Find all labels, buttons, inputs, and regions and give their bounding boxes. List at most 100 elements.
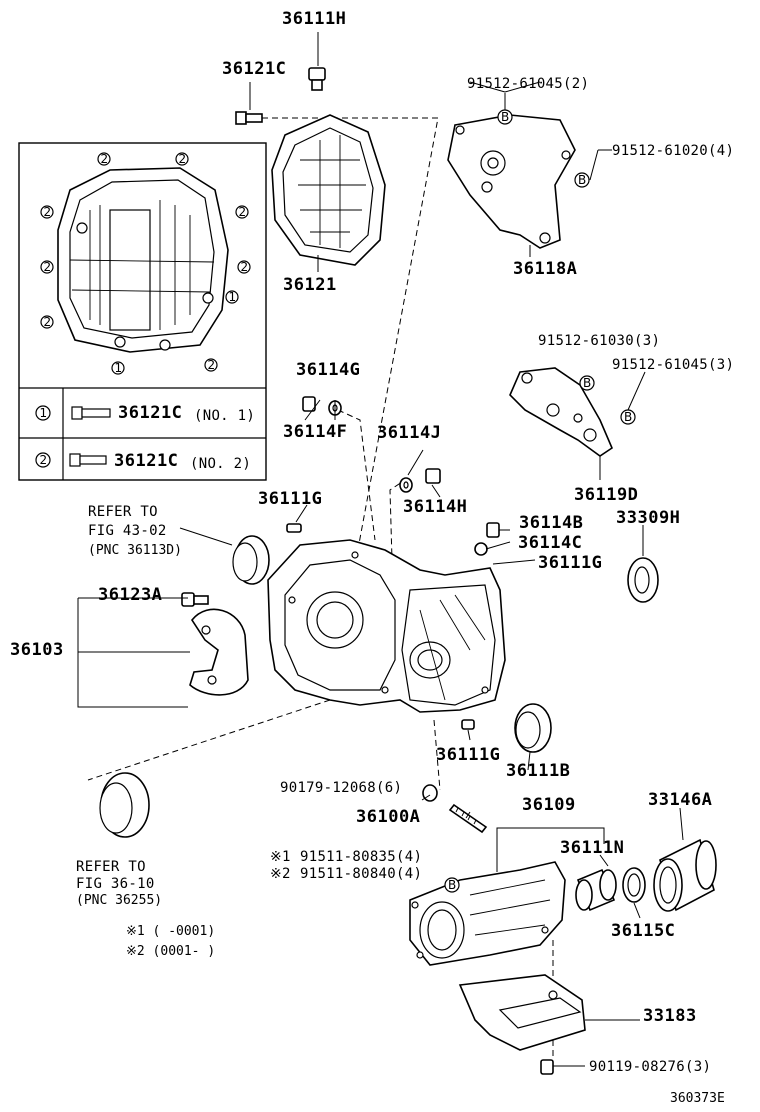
oil-seal-left [232,535,270,585]
svg-text:1: 1 [40,406,48,420]
label-36111B: 36111B [506,761,570,781]
mount-bracket-36118A [447,93,612,257]
label-36111G-b: 36111G [538,553,602,573]
label-mark1: ※1 [270,849,291,865]
bushing-36111N [575,854,617,912]
svg-text:FIG 43-02: FIG 43-02 [88,523,167,539]
svg-text:FIG 36-10: FIG 36-10 [76,876,155,892]
callout-1-marker: 1 [225,290,239,304]
label-36103: 36103 [10,640,64,660]
svg-text:2: 2 [101,152,109,166]
label-36118A: 36118A [513,259,577,279]
oil-seal-33309H [627,525,659,603]
plug-36114H [425,468,441,484]
inset-row1-part: 36121C [118,403,182,423]
callout-2-marker: 2 [237,260,251,274]
bolt-marker-B: B [497,109,513,125]
label-90119-08276: 90119-08276(3) [589,1059,711,1075]
svg-text:1: 1 [229,290,237,304]
callout-2-marker: 2 [97,152,111,166]
svg-text:REFER TO: REFER TO [76,859,146,875]
bolt-no2-icon [69,453,107,467]
label-91512-61020-4: 91512-61020(4) [612,143,734,159]
bolt-marker-B: B [574,172,590,188]
label-91512-61030-3: 91512-61030(3) [538,333,660,349]
label-36121C: 36121C [222,59,286,79]
svg-text:2: 2 [241,260,249,274]
bolt-marker-B: B [620,409,636,425]
bolt-36114F [302,396,316,412]
production-date-notes: ※1 ( -0001) ※2 (0001- ) [126,924,215,959]
label-91511-80840: 91511-80840(4) [300,866,422,882]
svg-text:B: B [578,173,586,187]
bolt-36121C [235,82,263,125]
callout-2-marker: 2 [40,205,54,219]
svg-text:2: 2 [44,260,52,274]
callout-2-marker: 2 [235,205,249,219]
protector-plate-33183 [458,974,640,1051]
label-36109: 36109 [522,795,576,815]
label-36114B: 36114B [519,513,583,533]
oil-seal-36111B [514,703,552,753]
note-1: ※1 ( -0001) [126,924,215,939]
stud-bolt-36100A [448,803,488,834]
label-36111H: 36111H [282,9,346,29]
bolt-no1-icon [71,406,111,420]
bolt-36123A [181,592,209,607]
inset-row2-part: 36121C [114,451,178,471]
svg-text:REFER TO: REFER TO [88,504,158,520]
label-36123A: 36123A [98,585,162,605]
label-36111G-c: 36111G [436,745,500,765]
label-36119D: 36119D [574,485,638,505]
pin-36111G [286,523,302,533]
callout-2-marker: 2 [40,260,54,274]
svg-text:(PNC 36255): (PNC 36255) [76,893,162,908]
washer-36114C [474,542,488,556]
oil-seal-36115C [622,867,646,919]
breather-plug-36111H [308,32,326,91]
differential-cover-36121 [271,114,386,272]
label-36111N: 36111N [560,838,624,858]
refer-note-fig36: REFER TO FIG 36-10 (PNC 36255) [76,859,162,908]
svg-text:2: 2 [179,152,187,166]
label-36114J: 36114J [377,423,441,443]
svg-text:2: 2 [40,453,48,467]
part-labels: 36111H 36121C 91512-61045(2) 91512-61020… [10,9,734,1075]
svg-text:1: 1 [115,361,123,375]
inset-row2-qualifier: (NO. 2) [190,456,251,472]
label-33146A: 33146A [648,790,712,810]
svg-text:2: 2 [44,205,52,219]
label-36100A: 36100A [356,807,420,827]
svg-text:(PNC 36113D): (PNC 36113D) [88,543,182,558]
plug-36114B [486,522,500,538]
svg-text:2: 2 [239,205,247,219]
inset-row1-marker: 1 [35,405,51,421]
inset-row2-marker: 2 [35,452,51,468]
differential-cover-drawing [57,167,229,353]
svg-text:B: B [448,878,456,892]
label-36114F: 36114F [283,422,347,442]
dust-boot-33146A [653,807,717,912]
inset-panel: 2 2 2 2 2 2 1 2 2 1 1 2 36121C (NO. 1) 3… [18,142,267,481]
figure-id: 360373E [670,1091,725,1106]
callout-2-marker: 2 [204,358,218,372]
label-33309H: 33309H [616,508,680,528]
label-36114H: 36114H [403,497,467,517]
label-36114G: 36114G [296,360,360,380]
label-36111G-a: 36111G [258,489,322,509]
callout-1-marker: 1 [111,361,125,375]
inset-callout-markers: 2 2 2 2 2 2 1 2 2 1 [40,152,251,375]
bolt-marker-B: B [444,877,460,893]
label-36121: 36121 [283,275,337,295]
label-90179-12068: 90179-12068(6) [280,780,402,796]
bolt-90119 [540,1059,585,1075]
bearing-cap-36103 [189,608,249,696]
note-2: ※2 (0001- ) [126,944,215,959]
oil-seal-lower-left [99,772,150,838]
transfer-case-housing [267,539,536,713]
washer-36114J [399,477,413,493]
svg-text:B: B [583,376,591,390]
svg-text:2: 2 [44,315,52,329]
refer-note-fig43: REFER TO FIG 43-02 (PNC 36113D) [88,504,182,558]
label-91512-61045-3: 91512-61045(3) [612,357,734,373]
